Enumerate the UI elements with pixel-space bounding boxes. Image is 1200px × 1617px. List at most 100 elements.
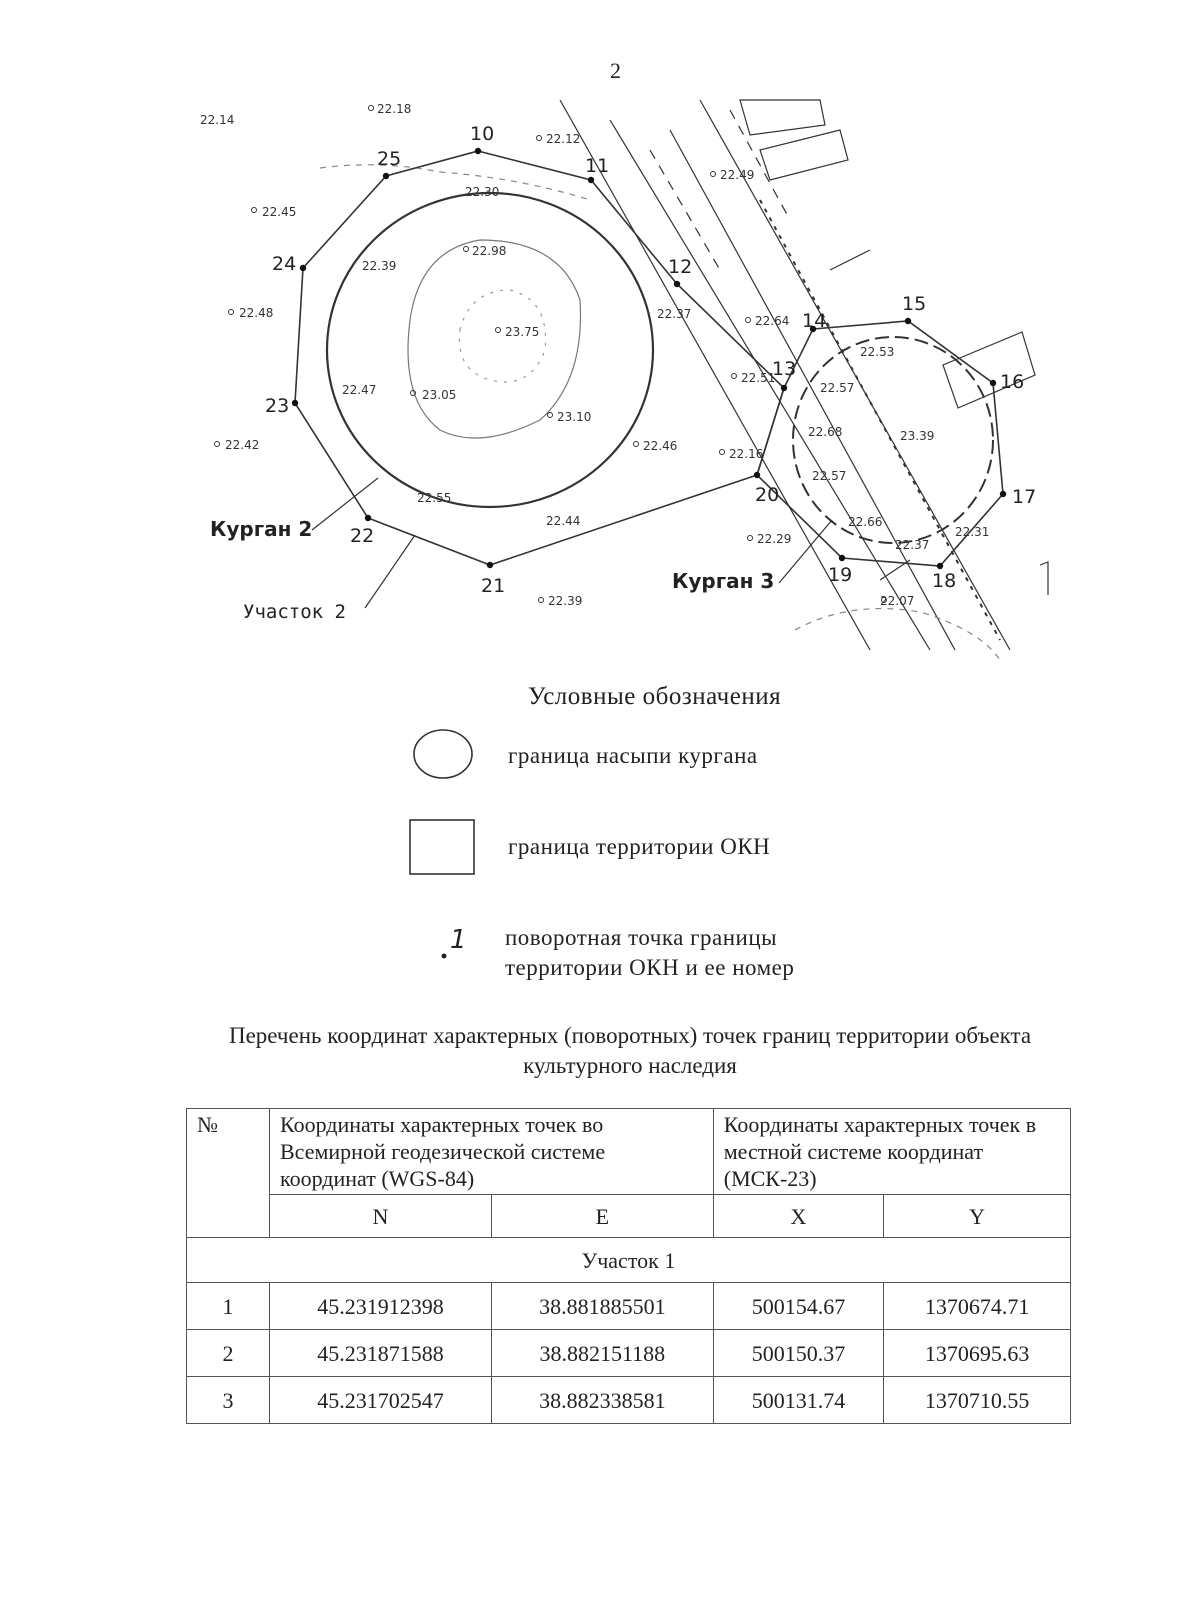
point-label: 18 <box>932 570 956 592</box>
elevation-label: 22.12 <box>546 132 580 146</box>
cell-e: 38.881885501 <box>490 1282 714 1330</box>
legend-turn-point-text: поворотная точка границы территории ОКН … <box>505 923 794 983</box>
cell-e: 38.882338581 <box>490 1376 714 1424</box>
turn-point-11 <box>587 176 595 184</box>
header-wgs84: Координаты характерных точек во Всемирно… <box>269 1108 714 1195</box>
parcel-2-boundary <box>294 150 785 566</box>
kurgan-3-leader <box>778 519 833 584</box>
kurgan-2-label: Курган 2 <box>210 517 312 541</box>
point-label: 22 <box>350 525 374 547</box>
site-plan-map: 10 11 12 13 14 15 16 17 18 19 20 21 22 2… <box>200 99 1049 661</box>
building <box>739 99 826 136</box>
point-label: 20 <box>755 484 779 506</box>
legend-okn-boundary: граница территории ОКН <box>508 834 771 859</box>
header-y: Y <box>883 1194 1071 1238</box>
legend-mound-boundary: граница насыпи кургана <box>508 743 758 768</box>
elevation-label: 23.05 <box>422 388 456 402</box>
point-label: 24 <box>272 253 296 275</box>
elevation-label: 22.45 <box>262 205 296 219</box>
table-row: 2 45.231871588 38.882151188 500150.37 13… <box>186 1329 1071 1377</box>
building <box>759 129 849 181</box>
road-dashed-line <box>649 149 721 271</box>
page-number: 2 <box>610 58 621 83</box>
legend-turn-point-icon: 1 <box>441 925 467 959</box>
building <box>942 331 1036 409</box>
elevation-label: 22.46 <box>643 439 677 453</box>
kurgan-3-mound-boundary <box>792 336 994 544</box>
elevation-label: 22.55 <box>417 491 451 505</box>
turn-point-21 <box>486 561 494 569</box>
elevation-label: 22.53 <box>860 345 894 359</box>
header-number: № <box>186 1108 270 1238</box>
elevation-label: 22.37 <box>895 538 929 552</box>
cell-y: 1370674.71 <box>883 1282 1071 1330</box>
header-e: E <box>490 1194 714 1238</box>
cell-number: 2 <box>186 1329 270 1377</box>
cell-number: 1 <box>186 1282 270 1330</box>
legend-square-icon <box>409 819 475 875</box>
point-label: 14 <box>802 310 826 332</box>
road-line <box>699 99 1011 651</box>
turn-point-25 <box>382 172 390 180</box>
kurgan-2-leader <box>311 477 379 531</box>
cell-y: 1370695.63 <box>883 1329 1071 1377</box>
elevation-label: 22.64 <box>755 314 789 328</box>
cell-e: 38.882151188 <box>490 1329 714 1377</box>
elevation-label: 22.57 <box>820 381 854 395</box>
point-label: 17 <box>1012 486 1036 508</box>
elevation-label: 23.39 <box>900 429 934 443</box>
road-line <box>559 99 871 651</box>
elevation-label: 22.57 <box>812 469 846 483</box>
point-label: 15 <box>902 293 926 315</box>
turn-point-20 <box>753 471 761 479</box>
table-row: 1 45.231912398 38.881885501 500154.67 13… <box>186 1282 1071 1330</box>
elevation-label: 22.47 <box>342 383 376 397</box>
elevation-label: 22.31 <box>955 525 989 539</box>
point-label: 21 <box>481 575 505 597</box>
point-label: 13 <box>772 358 796 380</box>
elevation-label: 22.44 <box>546 514 580 528</box>
road-dashed-line <box>729 109 791 221</box>
turn-point-22 <box>364 514 372 522</box>
coordinates-table: № Координаты характерных точек во Всемир… <box>186 1108 1072 1424</box>
road-line <box>609 119 931 651</box>
elevation-label: 22.16 <box>729 447 763 461</box>
turn-point-16 <box>989 379 997 387</box>
elevation-label: 22.30 <box>465 185 499 199</box>
elevation-label: 22.18 <box>377 102 411 116</box>
cell-x: 500154.67 <box>712 1282 885 1330</box>
elevation-label: 22.29 <box>757 532 791 546</box>
parcel-2-label: Участок 2 <box>243 601 346 623</box>
header-n: N <box>269 1194 492 1238</box>
contour <box>407 239 582 439</box>
turn-point-13 <box>780 384 788 392</box>
legend-turn-point-line2: территории ОКН и ее номер <box>505 955 795 980</box>
point-label: 11 <box>585 155 609 177</box>
legend-title: Условные обозначения <box>528 683 782 710</box>
elevation-label: 22.49 <box>720 168 754 182</box>
elevation-label: 22.66 <box>848 515 882 529</box>
cell-y: 1370710.55 <box>883 1376 1071 1424</box>
elevation-label: 22.42 <box>225 438 259 452</box>
railway-tick <box>829 249 871 271</box>
legend-turn-point-number: 1 <box>450 925 467 955</box>
cell-number: 3 <box>186 1376 270 1424</box>
legend-turn-point-line1: поворотная точка границы <box>505 925 778 950</box>
kurgan-2-mound-boundary <box>325 191 655 509</box>
point-label: 16 <box>1000 371 1024 393</box>
contour <box>319 164 591 201</box>
elevation-label: 22.07 <box>880 594 914 608</box>
turn-point-19 <box>838 554 846 562</box>
elevation-label: 22.68 <box>808 425 842 439</box>
table-row: 3 45.231702547 38.882338581 500131.74 13… <box>186 1376 1071 1424</box>
header-msk23: Координаты характерных точек в местной с… <box>712 1108 1072 1195</box>
elevation-label: 22.98 <box>472 244 506 258</box>
cell-x: 500131.74 <box>712 1376 885 1424</box>
railway-line <box>759 199 1001 641</box>
turn-point-24 <box>299 264 307 272</box>
kurgan-3-label: Курган 3 <box>672 569 774 593</box>
section-row: Участок 1 <box>186 1237 1071 1283</box>
point-label: 23 <box>265 395 289 417</box>
elevation-label: 22.51 <box>741 371 775 385</box>
cell-n: 45.231871588 <box>269 1329 492 1377</box>
